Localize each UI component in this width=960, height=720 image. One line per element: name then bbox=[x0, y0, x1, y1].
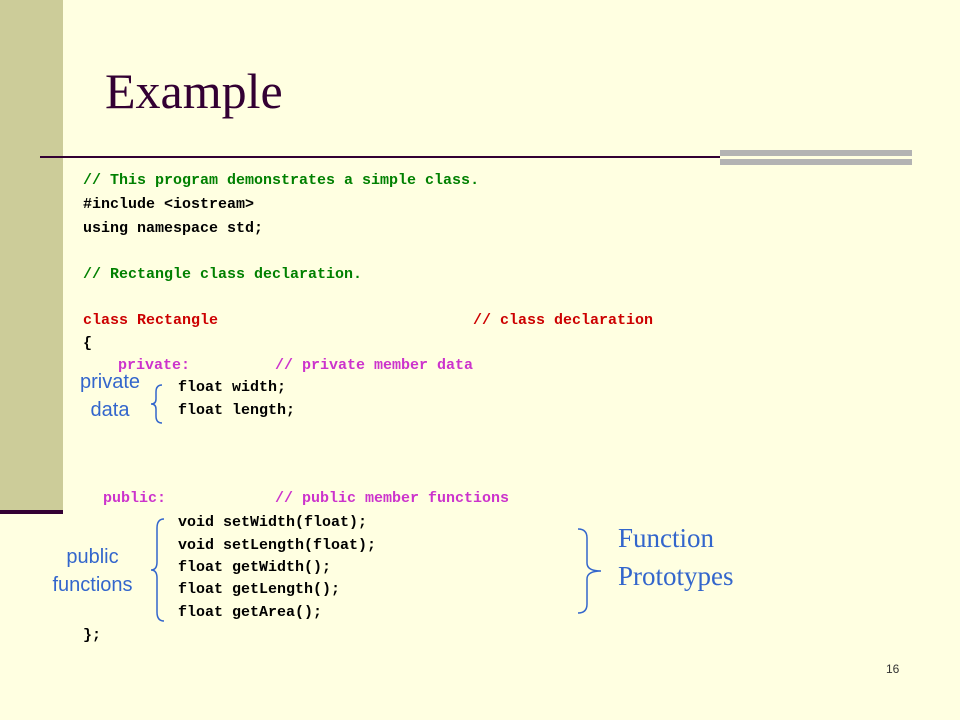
annotation-private-data-line1: private bbox=[79, 371, 141, 393]
title-divider bbox=[40, 156, 912, 158]
code-open-brace: { bbox=[83, 335, 93, 352]
annotation-public-functions: public functions bbox=[40, 543, 145, 599]
code-get-area: float getArea(); bbox=[178, 604, 323, 621]
code-class-declaration: class Rectangle bbox=[83, 312, 219, 329]
annotation-private-data-line2: data bbox=[90, 399, 130, 421]
code-public-label: public: bbox=[103, 490, 167, 507]
code-public-comment: // public member functions bbox=[275, 490, 510, 507]
function-prototypes-brace-icon bbox=[577, 528, 602, 614]
annotation-public-functions-line2: functions bbox=[52, 574, 133, 596]
code-private-comment: // private member data bbox=[275, 357, 474, 374]
code-set-width: void setWidth(float); bbox=[178, 514, 368, 531]
code-close-brace: }; bbox=[83, 627, 102, 644]
page-number: 16 bbox=[886, 662, 900, 676]
code-private-label: private: bbox=[118, 357, 191, 374]
left-bar-foot-line bbox=[0, 510, 63, 514]
code-get-width: float getWidth(); bbox=[178, 559, 332, 576]
private-data-brace-icon bbox=[150, 384, 163, 424]
code-float-width: float width; bbox=[178, 379, 287, 396]
code-float-length: float length; bbox=[178, 402, 296, 419]
title-divider-accent bbox=[720, 150, 912, 168]
slide-title: Example bbox=[105, 63, 283, 119]
annotation-function-prototypes-line1: Function bbox=[618, 523, 715, 553]
code-class-comment: // class declaration bbox=[473, 312, 654, 329]
annotation-function-prototypes: Function Prototypes bbox=[618, 519, 734, 595]
annotation-private-data: private data bbox=[70, 368, 150, 424]
left-decorative-bar bbox=[0, 0, 63, 512]
public-functions-brace-icon bbox=[150, 518, 165, 622]
code-include: #include <iostream> bbox=[83, 196, 255, 213]
annotation-function-prototypes-line2: Prototypes bbox=[618, 561, 734, 591]
code-get-length: float getLength(); bbox=[178, 581, 341, 598]
code-using-namespace: using namespace std; bbox=[83, 220, 264, 237]
code-comment-rectangle: // Rectangle class declaration. bbox=[83, 266, 363, 283]
code-comment-program: // This program demonstrates a simple cl… bbox=[83, 172, 480, 189]
annotation-public-functions-line1: public bbox=[66, 546, 119, 568]
code-set-length: void setLength(float); bbox=[178, 537, 377, 554]
